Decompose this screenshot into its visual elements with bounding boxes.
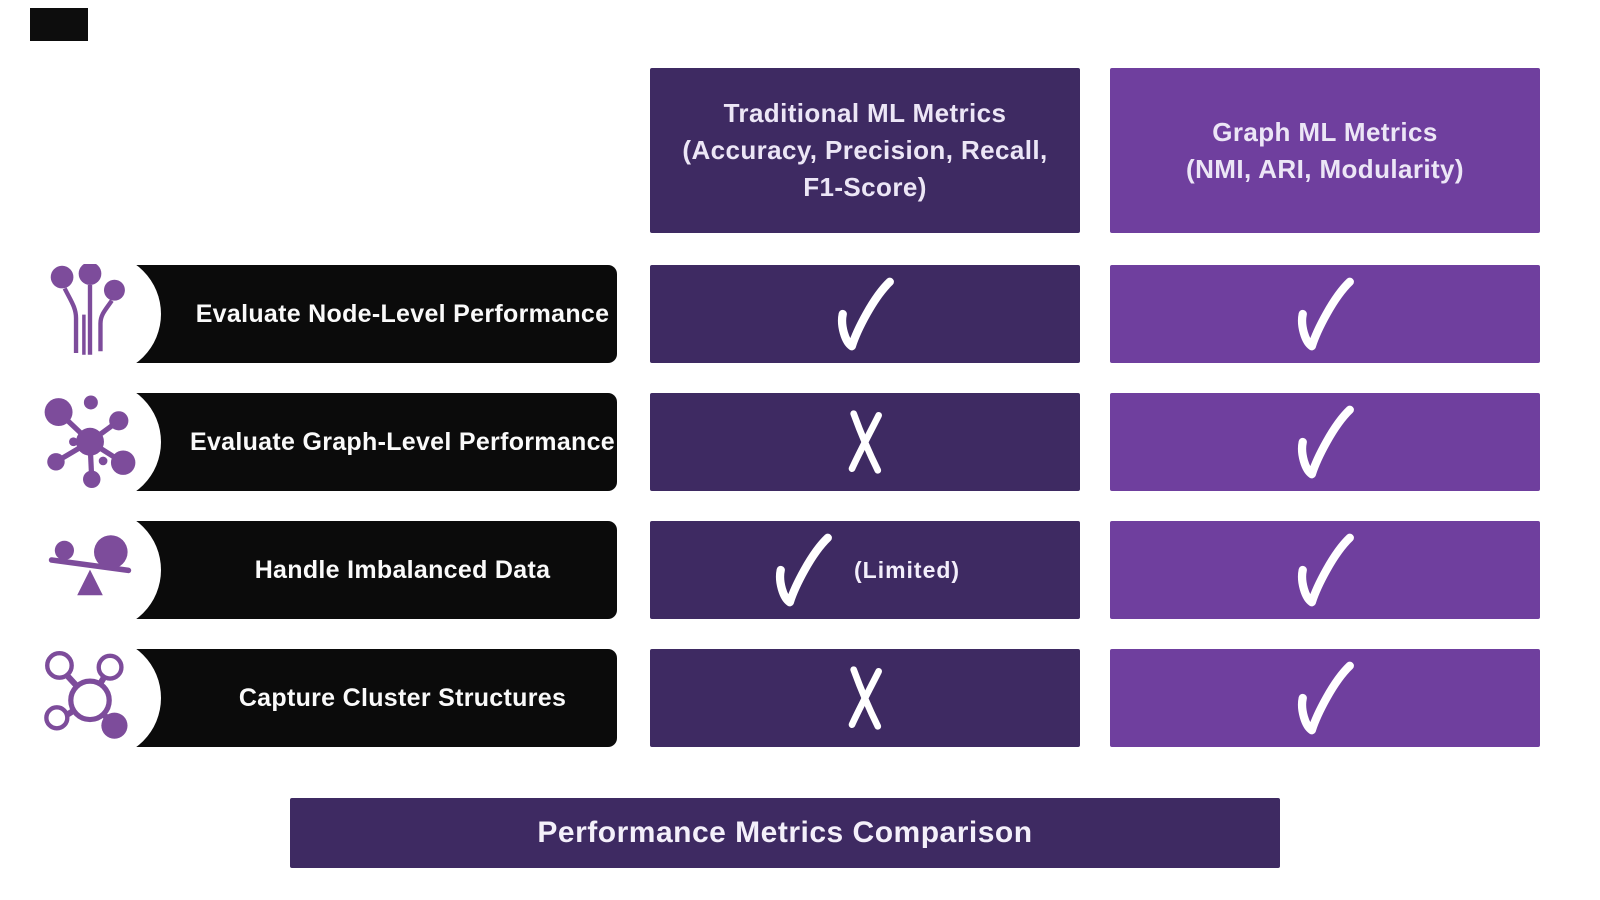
cluster-molecule-icon xyxy=(42,648,138,744)
row-label-graph-level-performance: Evaluate Graph-Level Performance xyxy=(100,393,617,491)
row-label-text: Evaluate Graph-Level Performance xyxy=(189,427,616,456)
network-hub-icon xyxy=(42,392,138,488)
footer-title-bar: Performance Metrics Comparison xyxy=(290,798,1280,868)
icon-notch xyxy=(39,509,161,631)
cell-node-level-graph xyxy=(1110,265,1540,363)
check-mark-icon xyxy=(1292,532,1358,608)
cell-graph-level-traditional xyxy=(650,393,1080,491)
cell-cluster-traditional xyxy=(650,649,1080,747)
row-label-text: Handle Imbalanced Data xyxy=(254,555,551,584)
check-mark-icon xyxy=(1292,276,1358,352)
column-header-graph-ml-metrics: Graph ML Metrics (NMI, ARI, Modularity) xyxy=(1110,68,1540,233)
check-mark-icon xyxy=(1292,404,1358,480)
cell-imbalanced-traditional: (Limited) xyxy=(650,521,1080,619)
check-mark-icon xyxy=(832,276,898,352)
row-label-text: Capture Cluster Structures xyxy=(238,683,567,712)
row-label-handle-imbalanced-data: Handle Imbalanced Data xyxy=(100,521,617,619)
x-mark-icon xyxy=(842,407,889,477)
row-label-capture-cluster-structures: Capture Cluster Structures xyxy=(100,649,617,747)
cell-node-level-traditional xyxy=(650,265,1080,363)
row-label-node-level-performance: Evaluate Node-Level Performance xyxy=(100,265,617,363)
x-mark-icon xyxy=(842,663,889,733)
limited-note: (Limited) xyxy=(853,556,961,583)
cell-cluster-graph xyxy=(1110,649,1540,747)
diagram-title: Performance Metrics Comparison xyxy=(537,816,1033,849)
row-label-text: Evaluate Node-Level Performance xyxy=(195,299,610,328)
check-mark-icon xyxy=(770,532,836,608)
corner-mark xyxy=(30,8,88,41)
cell-graph-level-graph xyxy=(1110,393,1540,491)
cell-imbalanced-graph xyxy=(1110,521,1540,619)
node-pins-icon xyxy=(42,264,138,360)
column-header-traditional-ml-metrics: Traditional ML Metrics (Accuracy, Precis… xyxy=(650,68,1080,233)
check-mark-icon xyxy=(1292,660,1358,736)
balance-scale-icon xyxy=(42,520,138,616)
